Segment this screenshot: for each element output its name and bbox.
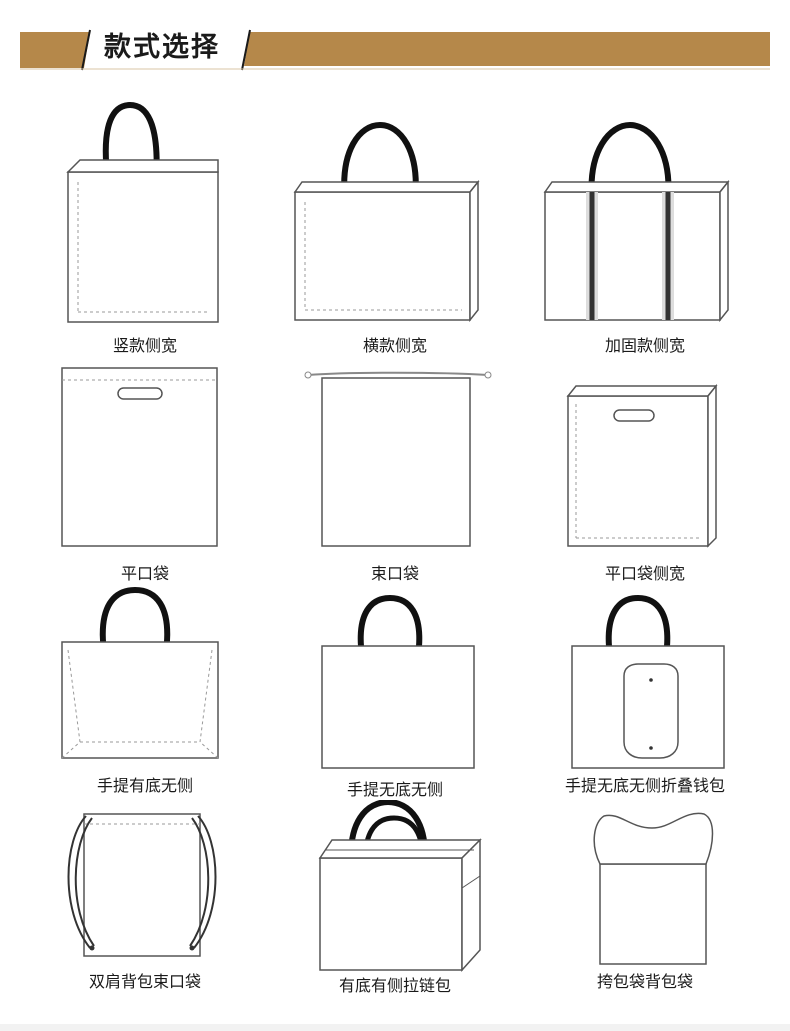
die-cut-gusset-bag-icon	[566, 383, 718, 548]
style-label: 有底有侧拉链包	[338, 976, 451, 995]
reinforced-side-gusset-bag-icon	[543, 121, 730, 323]
style-label: 手提无底无侧折叠钱包	[564, 776, 725, 795]
style-option-horizontal-gusset[interactable]: 横款侧宽	[270, 100, 520, 355]
style-option-bottom-tote[interactable]: 手提有底无侧	[20, 580, 270, 810]
style-label: 横款侧宽	[362, 336, 427, 355]
style-option-flat-gusset[interactable]: 平口袋侧宽	[520, 360, 770, 590]
vest-bag-icon	[593, 812, 714, 965]
horizontal-side-gusset-bag-icon	[293, 121, 480, 323]
header-banner-bar	[20, 29, 770, 71]
section-header: 款式选择	[0, 0, 790, 90]
section-title: 款式选择	[104, 32, 220, 63]
style-label: 平口袋	[120, 564, 169, 583]
flat-die-cut-bag-icon	[61, 367, 218, 547]
style-option-vest-bag[interactable]: 挎包袋背包袋	[520, 800, 770, 1030]
vertical-side-gusset-bag-icon	[66, 101, 219, 323]
style-option-drawstring-backpack[interactable]: 双肩背包束口袋	[20, 800, 270, 1030]
drawstring-backpack-icon	[67, 813, 217, 957]
style-option-foldable-tote[interactable]: 手提无底无侧折叠钱包	[520, 580, 770, 810]
style-option-vertical-gusset[interactable]: 竖款侧宽	[20, 100, 270, 355]
style-option-drawstring-bag[interactable]: 束口袋	[270, 360, 520, 590]
style-label: 加固款侧宽	[604, 336, 685, 355]
flat-tote-icon	[321, 594, 475, 769]
style-label: 手提有底无侧	[96, 776, 193, 795]
style-option-flat-tote[interactable]: 手提无底无侧	[270, 580, 520, 810]
style-label: 平口袋侧宽	[604, 564, 685, 583]
style-label: 手提无底无侧	[346, 780, 443, 799]
style-option-reinforced-gusset[interactable]: 加固款侧宽	[520, 100, 770, 355]
style-option-flat-bag[interactable]: 平口袋	[20, 360, 270, 590]
style-label: 束口袋	[370, 564, 419, 583]
style-label: 双肩背包束口袋	[88, 972, 201, 991]
bottom-gusset-tote-icon	[61, 586, 219, 759]
style-label: 挎包袋背包袋	[596, 972, 693, 991]
drawstring-bag-icon	[304, 371, 492, 547]
footer-divider	[0, 1024, 790, 1031]
style-label: 竖款侧宽	[112, 336, 177, 355]
zipper-box-bag-icon	[318, 800, 482, 972]
style-option-zipper-box[interactable]: 有底有侧拉链包	[270, 800, 520, 1030]
foldable-tote-pouch-icon	[571, 594, 725, 769]
